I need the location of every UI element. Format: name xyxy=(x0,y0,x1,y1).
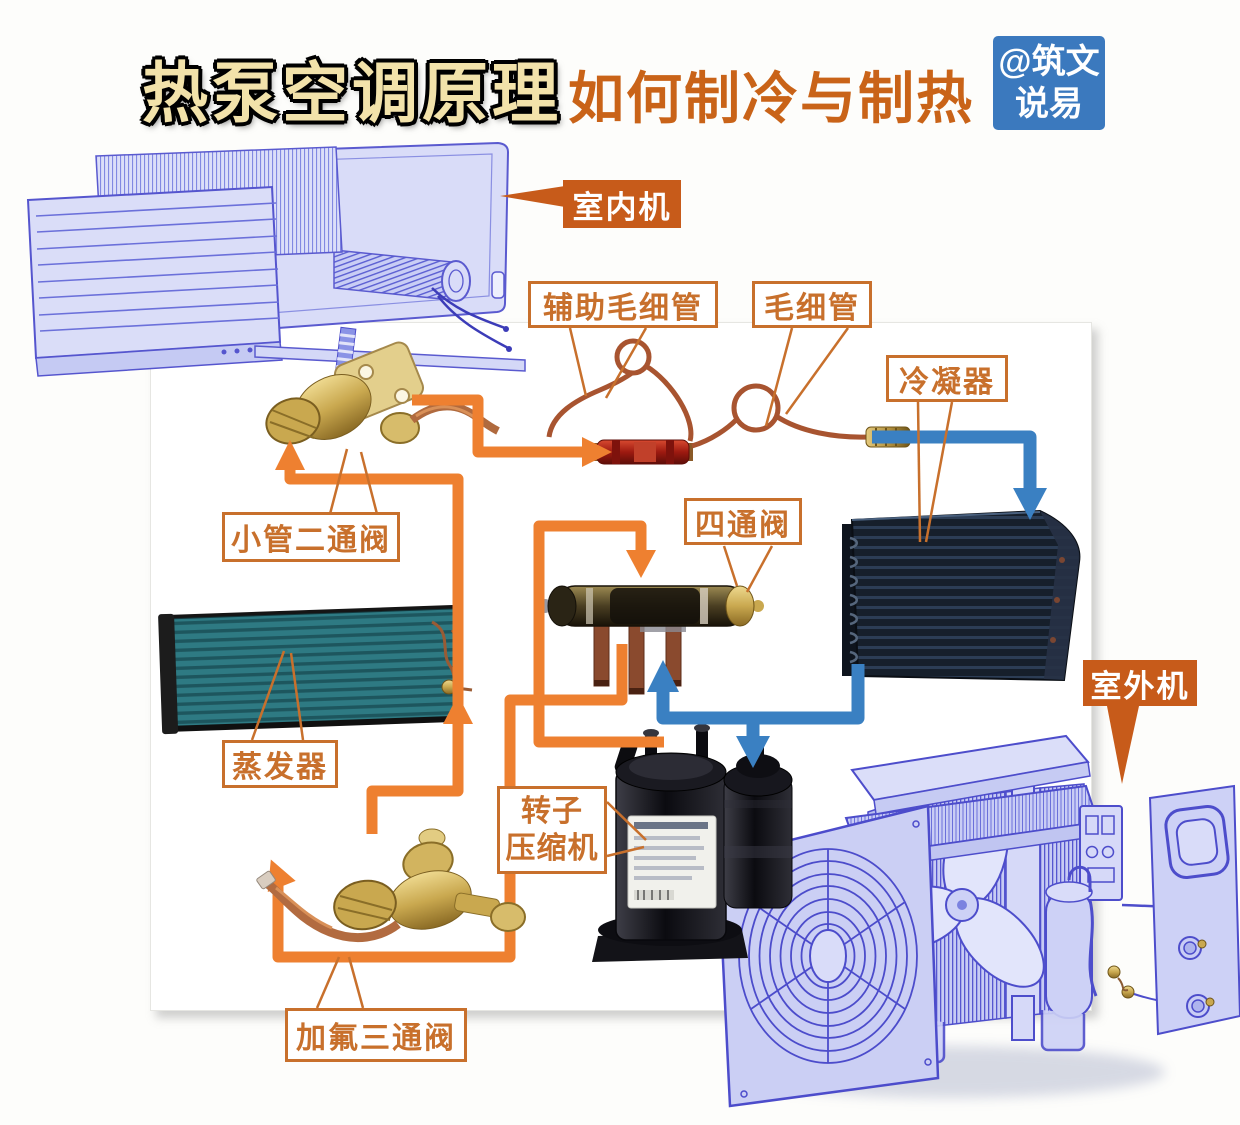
page-subtitle: 如何制冷与制热 xyxy=(568,67,974,130)
two-way-valve-graphic xyxy=(265,341,500,445)
author-badge-line1: @筑文 xyxy=(998,42,1100,81)
author-badge: @筑文 说易 xyxy=(993,36,1105,130)
arrow-into-four-way-valve xyxy=(647,660,679,692)
label-aux-capillary: 辅助毛细管 xyxy=(528,281,718,328)
condenser-graphic xyxy=(842,509,1081,682)
arrow-into-four-way-valve-top xyxy=(626,550,656,578)
arrow-up-evaporator-line xyxy=(443,695,473,724)
label-capillary: 毛细管 xyxy=(752,281,872,328)
indoor-unit-pointer xyxy=(500,186,565,207)
page-title: 热泵空调原理 xyxy=(142,56,562,130)
arrow-into-capillary xyxy=(582,437,612,467)
outdoor-unit-pointer xyxy=(1107,706,1139,784)
label-evaporator: 蒸发器 xyxy=(222,740,338,788)
capillary-assembly-graphic xyxy=(546,338,911,465)
callout-lines xyxy=(250,327,954,1009)
callout-pointers-solid xyxy=(500,186,1139,784)
accumulator-graphic xyxy=(723,736,793,909)
arrow-into-accumulator xyxy=(736,736,770,768)
arrow-into-condenser xyxy=(1013,488,1047,520)
flow-arrows-cold xyxy=(647,488,1047,768)
label-refrigerant-three-way-valve: 加氟三通阀 xyxy=(285,1008,467,1062)
evaporator-graphic xyxy=(158,604,473,735)
label-small-pipe-two-way-valve: 小管二通阀 xyxy=(222,512,400,562)
label-outdoor-unit: 室外机 xyxy=(1083,660,1197,706)
pipe-cold-circuit xyxy=(656,430,1037,736)
label-condenser: 冷凝器 xyxy=(886,355,1008,402)
four-way-valve-graphic xyxy=(538,585,764,695)
label-four-way-valve: 四通阀 xyxy=(684,498,802,545)
author-badge-line2: 说易 xyxy=(1015,85,1083,123)
indoor-unit-graphic xyxy=(26,141,526,380)
flow-arrows-hot xyxy=(267,437,656,892)
label-indoor-unit: 室内机 xyxy=(563,180,681,228)
arrow-into-two-way-valve xyxy=(275,440,305,470)
outdoor-unit-graphic xyxy=(716,734,1240,1108)
compressor-graphic xyxy=(592,724,748,962)
three-way-valve-graphic xyxy=(256,828,526,942)
arrow-into-three-way-valve xyxy=(267,859,296,892)
label-rotary-compressor-line2: 压缩机 xyxy=(505,832,599,865)
label-rotary-compressor-line1: 转子 xyxy=(521,794,583,828)
label-rotary-compressor: 转子 压缩机 xyxy=(497,786,607,874)
service-valve-fitting xyxy=(1178,936,1215,1018)
